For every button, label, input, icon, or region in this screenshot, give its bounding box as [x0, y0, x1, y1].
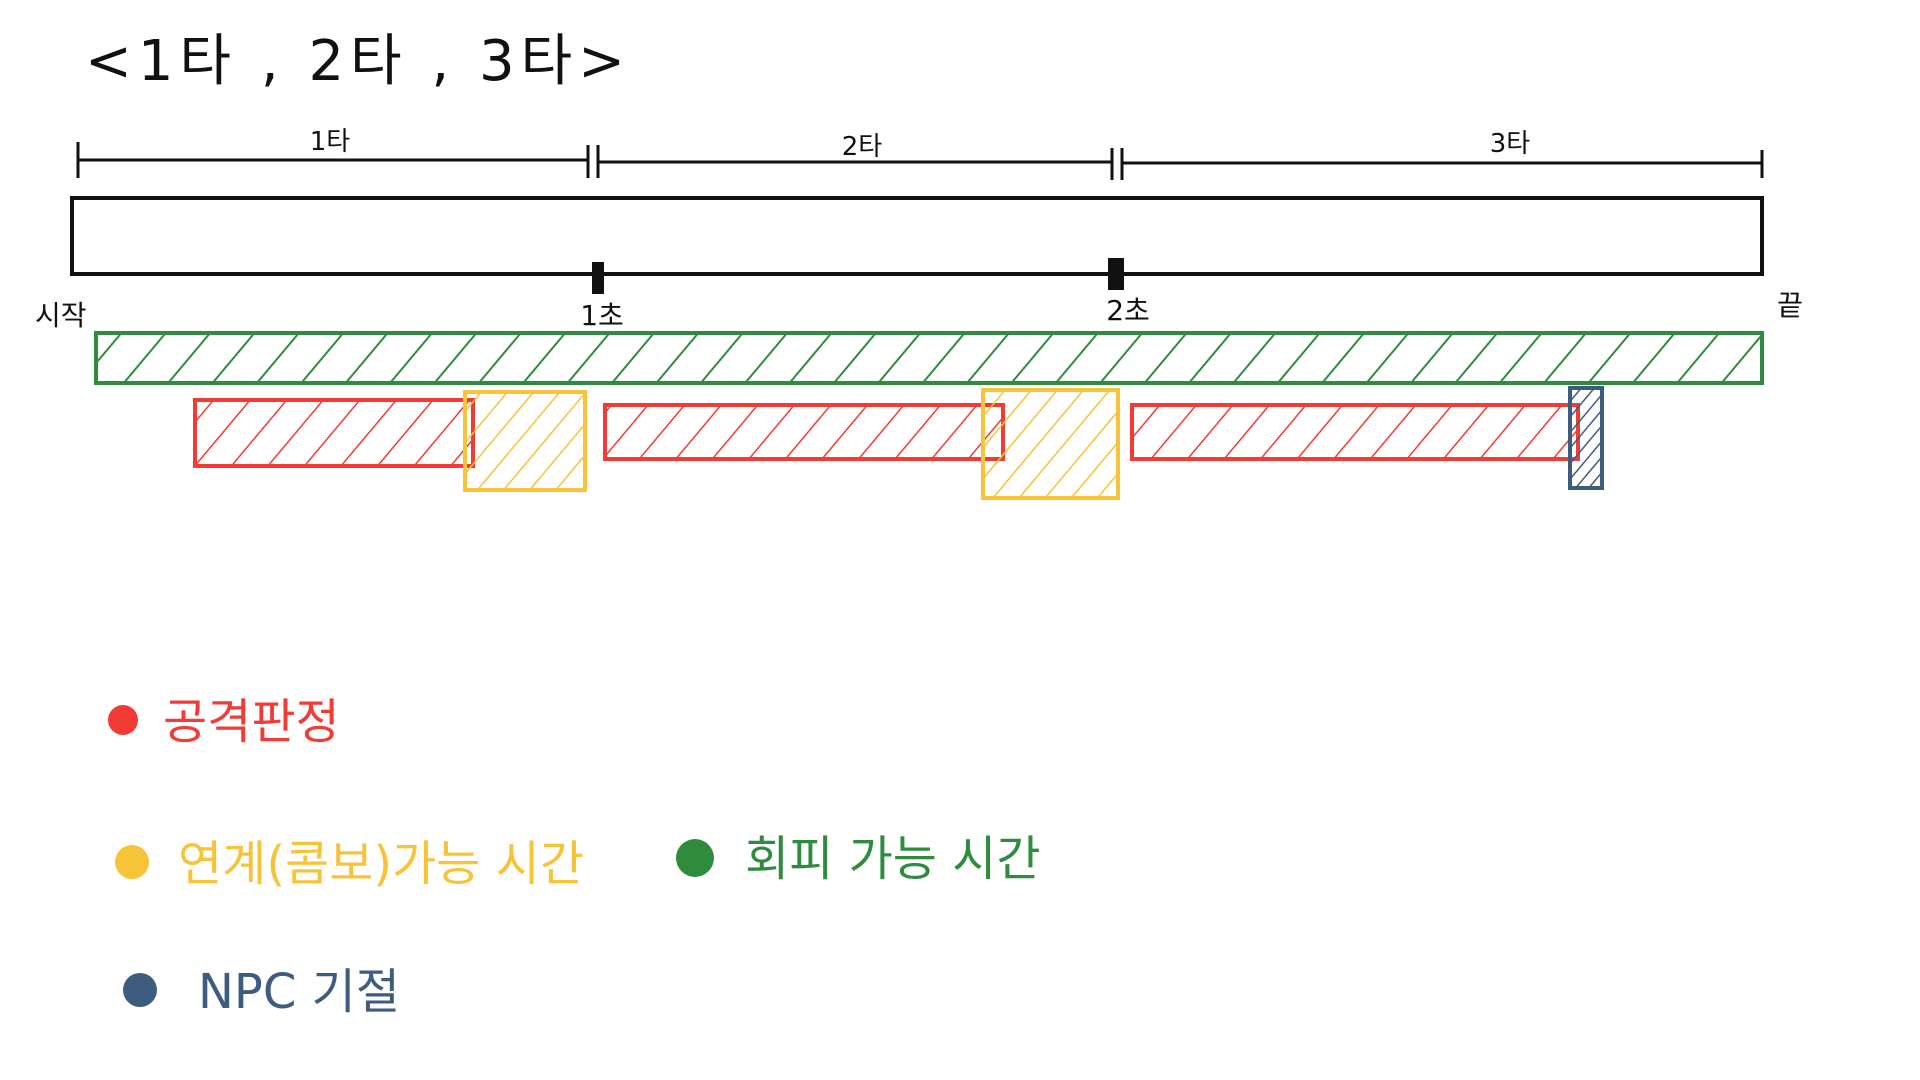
legend-item-stun: NPC 기절 — [123, 964, 400, 1020]
legend-label-attack: 공격판정 — [163, 694, 340, 750]
npc-stun-band — [1568, 386, 1604, 490]
tick-mark-2 — [1108, 258, 1124, 290]
legend-label-dodge: 회피 가능 시간 — [745, 831, 1040, 887]
legend-item-attack: 공격판정 — [108, 694, 340, 750]
segment-ruler — [76, 142, 1764, 180]
tick-label-2: 2초 — [1106, 294, 1150, 327]
segment-label-3: 3타 — [1490, 129, 1531, 159]
end-label: 끝 — [1777, 289, 1803, 322]
legend-item-combo: 연계(콤보)가능 시간 — [115, 836, 584, 892]
legend-label-combo: 연계(콤보)가능 시간 — [178, 836, 584, 892]
segment-label-2: 2타 — [842, 132, 883, 162]
tick-mark-1 — [592, 262, 604, 294]
start-label: 시작 — [35, 299, 87, 332]
blue-dot-icon — [123, 973, 157, 1007]
legend: 공격판정 연계(콤보)가능 시간 회피 가능 시간 NPC 기절 — [108, 694, 1040, 1020]
segment-label-1: 1타 — [310, 127, 351, 157]
green-band — [94, 331, 1764, 385]
yellow-dot-icon — [115, 845, 149, 879]
green-dot-icon — [676, 839, 714, 877]
attack-band-1 — [193, 398, 475, 468]
attack-band-2 — [603, 403, 1005, 461]
red-dot-icon — [108, 705, 138, 735]
combo-band-1 — [463, 390, 587, 492]
combo-band-2 — [981, 388, 1120, 500]
timeline-bar — [70, 196, 1764, 276]
tick-label-1: 1초 — [580, 299, 624, 332]
attack-band-3 — [1130, 403, 1580, 461]
legend-label-stun: NPC 기절 — [198, 964, 400, 1020]
legend-item-dodge: 회피 가능 시간 — [676, 831, 1040, 887]
diagram-title: <1타 , 2타 , 3타> — [85, 29, 631, 94]
